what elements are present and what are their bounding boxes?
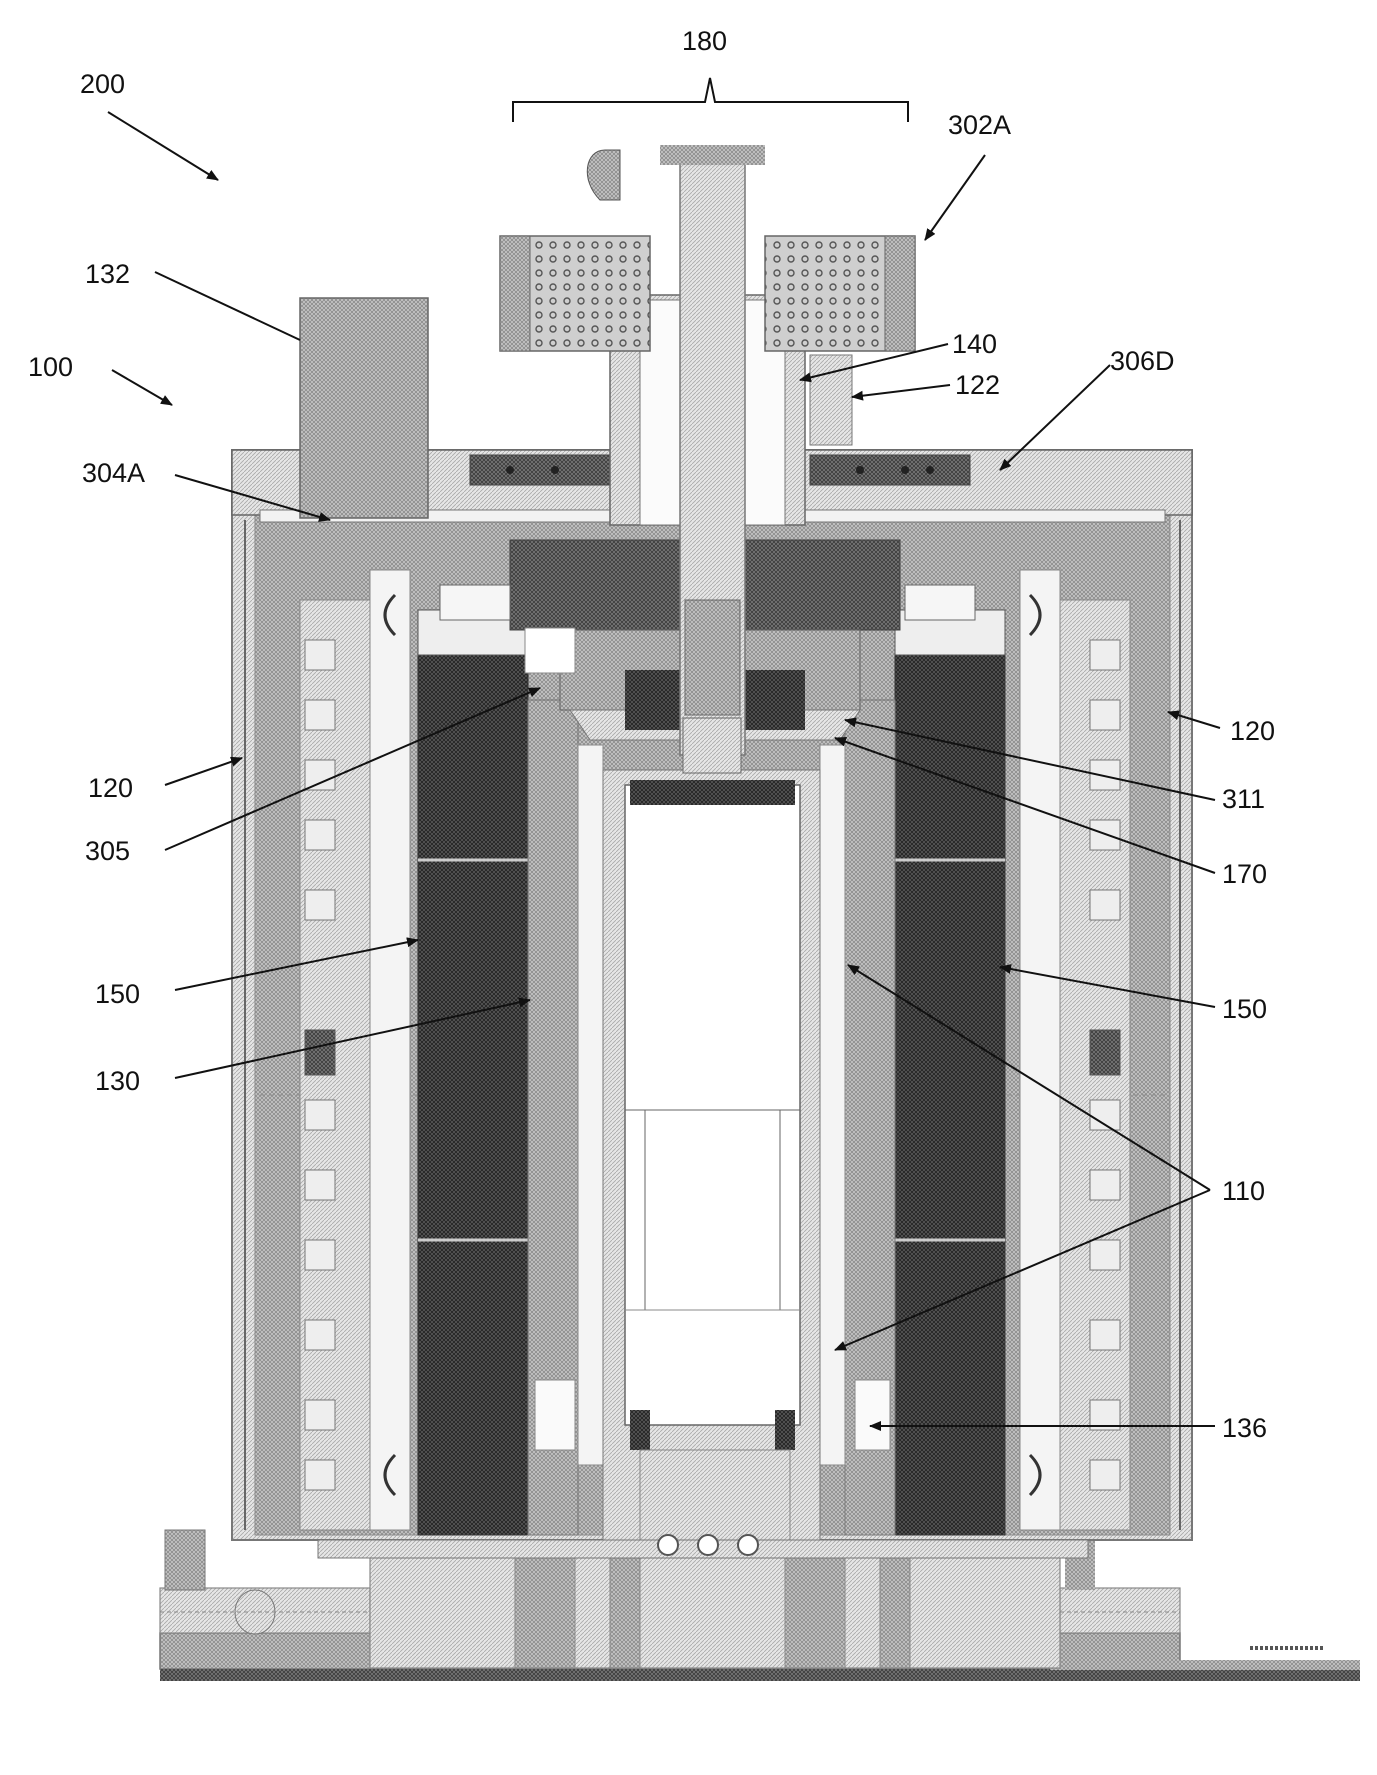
label-304A: 304A [82, 458, 145, 488]
label-150-right: 150 [1222, 994, 1267, 1024]
label-170: 170 [1222, 859, 1267, 889]
coil-right [895, 610, 1005, 1535]
label-136: 136 [1222, 1413, 1267, 1443]
brace-180 [513, 78, 908, 122]
leader-200 [108, 112, 218, 180]
label-120-left: 120 [88, 773, 133, 803]
inner-column-left [528, 700, 603, 1535]
leader-122 [852, 385, 950, 397]
label-302A: 302A [948, 110, 1011, 140]
sensor-box-132 [300, 298, 428, 518]
label-132: 132 [85, 259, 130, 289]
leader-120-left [165, 758, 242, 785]
label-120-right: 120 [1230, 716, 1275, 746]
label-110: 110 [1222, 1176, 1265, 1206]
leader-132 [155, 272, 300, 340]
label-305: 305 [85, 836, 130, 866]
left-side-stack [300, 570, 410, 1530]
label-200: 200 [80, 69, 125, 99]
label-140: 140 [952, 329, 997, 359]
label-130: 130 [95, 1066, 140, 1096]
leader-100 [112, 370, 172, 405]
inner-column-right [820, 700, 895, 1535]
label-122: 122 [955, 370, 1000, 400]
label-311: 311 [1222, 784, 1265, 814]
right-side-stack [1020, 570, 1130, 1530]
label-180: 180 [682, 26, 727, 56]
label-306D: 306D [1110, 346, 1175, 376]
label-100: 100 [28, 352, 73, 382]
coil-left [418, 610, 528, 1535]
label-150-left: 150 [95, 979, 140, 1009]
leader-302A [925, 155, 985, 240]
central-chamber [603, 770, 820, 1540]
